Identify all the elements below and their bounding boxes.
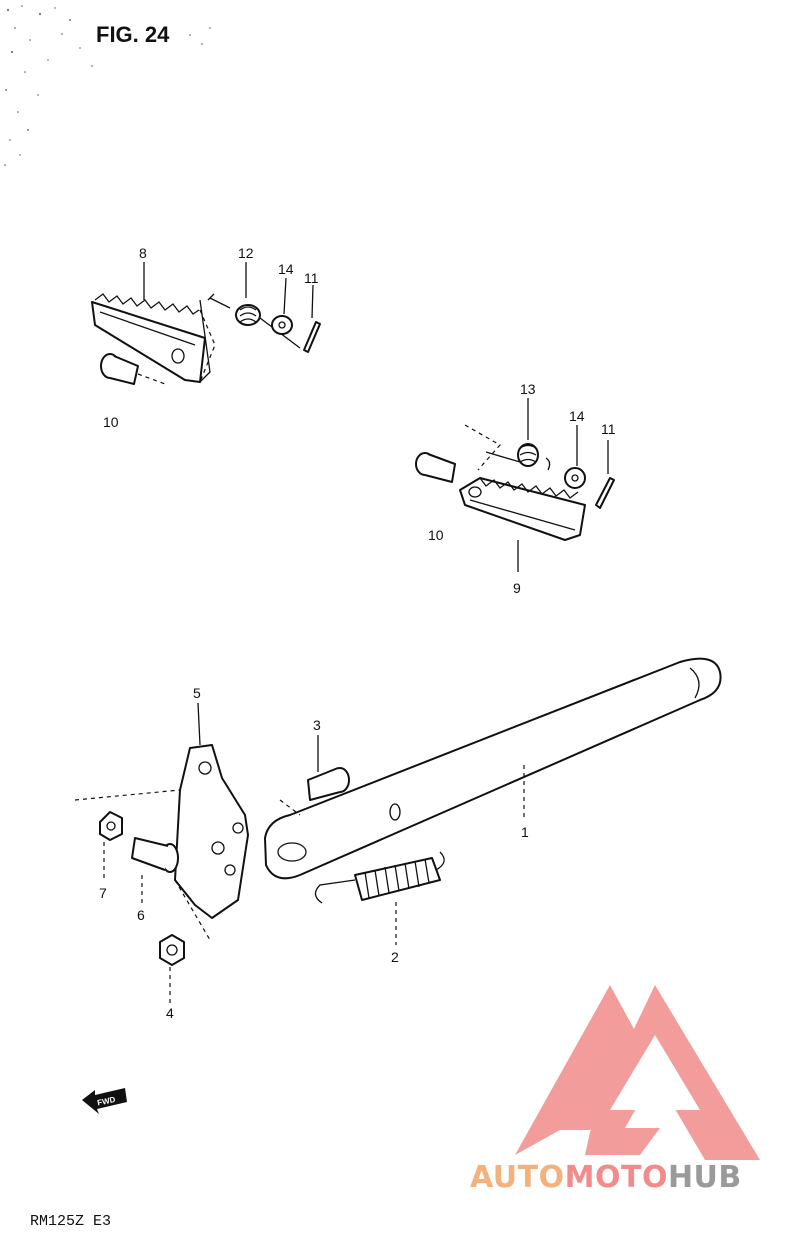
watermark-auto: AUTO <box>470 1160 565 1195</box>
nut-7 <box>99 811 123 841</box>
callout-12: 12 <box>238 245 254 261</box>
callout-11: 11 <box>304 270 319 286</box>
spring-left <box>207 293 301 349</box>
callout-1: 1 <box>521 824 529 840</box>
bolt-6 <box>131 837 179 873</box>
callout-labels: 8 12 14 11 10 13 14 11 10 9 5 3 1 7 6 2 … <box>99 245 616 1021</box>
callout-9: 9 <box>513 580 521 596</box>
nut-4 <box>159 934 185 966</box>
cotter-pin-left <box>303 321 321 353</box>
watermark-hub: HUB <box>668 1160 742 1195</box>
figure-title: FIG. 24 <box>96 22 170 47</box>
washer-left <box>271 315 293 335</box>
callout-8: 8 <box>139 245 147 261</box>
cotter-pin-right <box>595 477 615 509</box>
watermark-moto: MOTO <box>565 1160 668 1195</box>
pin-right <box>415 452 456 483</box>
model-code: RM125Z E3 <box>30 1213 111 1230</box>
washer-right <box>564 467 586 489</box>
callout-5: 5 <box>193 685 201 701</box>
callout-13: 13 <box>520 381 536 397</box>
spring-right <box>485 443 551 471</box>
callout-14: 14 <box>278 261 294 277</box>
pin-left <box>100 353 139 385</box>
callout-14b: 14 <box>569 408 585 424</box>
footrest-left <box>91 293 211 383</box>
leader-lines <box>103 262 609 1005</box>
forward-arrow-label: FWD <box>96 1095 116 1108</box>
callout-4: 4 <box>166 1005 174 1021</box>
kickstand <box>264 657 722 880</box>
callout-3: 3 <box>313 717 321 733</box>
footrest-right <box>459 477 586 541</box>
watermark-mark <box>515 985 760 1160</box>
stand-spring <box>314 851 445 904</box>
callout-7: 7 <box>99 885 107 901</box>
bolt-3 <box>307 767 350 801</box>
scan-noise <box>4 5 211 166</box>
watermark-text: AUTOMOTOHUB <box>470 1160 742 1195</box>
forward-arrow: FWD <box>82 1088 127 1114</box>
callout-10: 10 <box>103 414 119 430</box>
watermark-logo: AUTOMOTOHUB <box>470 985 760 1195</box>
callout-2: 2 <box>391 949 399 965</box>
callout-11b: 11 <box>601 421 616 437</box>
callout-6: 6 <box>137 907 145 923</box>
callout-10b: 10 <box>428 527 444 543</box>
